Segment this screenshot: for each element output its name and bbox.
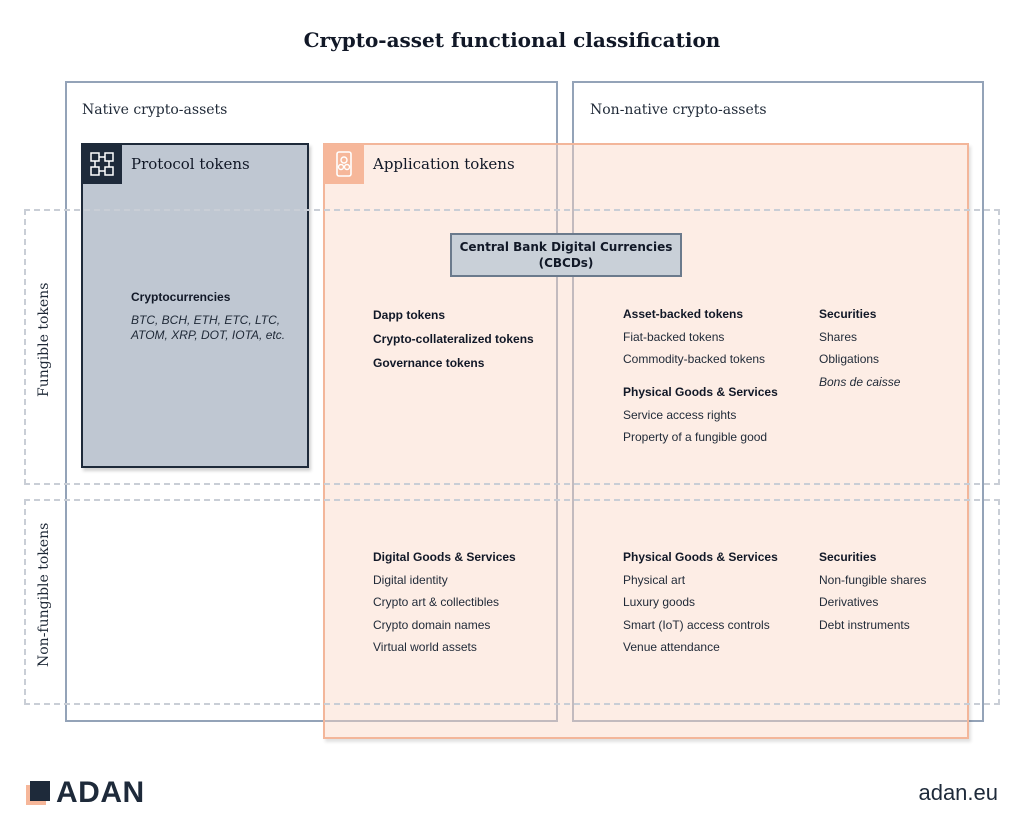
list-item: Obligations (819, 352, 880, 366)
group-heading: Physical Goods & Services (623, 385, 778, 399)
list-item: Governance tokens (373, 356, 485, 370)
cbdc-title: Central Bank Digital Currencies (459, 240, 673, 254)
fungible-application-list: Dapp tokens Crypto-collateralized tokens… (373, 303, 534, 375)
fungible-securities-group: Securities Shares Obligations Bons de ca… (819, 303, 900, 393)
adan-logo-mark (26, 781, 50, 805)
list-item: Venue attendance (623, 640, 720, 654)
list-item: Crypto-collateralized tokens (373, 332, 534, 346)
list-item: Virtual world assets (373, 640, 477, 654)
list-item: Smart (IoT) access controls (623, 617, 770, 632)
cbdc-abbreviation: (CBCDs) (538, 256, 594, 270)
fungible-physical-goods-group: Physical Goods & Services Service access… (623, 381, 778, 449)
fungible-tokens-band (24, 209, 1000, 485)
list-item: Derivatives (819, 595, 879, 609)
group-heading: Securities (819, 307, 877, 321)
native-crypto-assets-label: Native crypto-assets (82, 102, 228, 118)
list-item: Physical art (623, 572, 686, 587)
group-heading: Digital Goods & Services (373, 550, 516, 564)
cryptocurrencies-examples: BTC, BCH, ETH, ETC, LTC, ATOM, XRP, DOT,… (131, 313, 286, 342)
application-tokens-label: Application tokens (373, 155, 515, 173)
non-fungible-tokens-band (24, 499, 1000, 705)
list-item: Service access rights (623, 407, 737, 422)
page-title: Crypto-asset functional classification (303, 28, 721, 52)
list-item: Bons de caisse (819, 374, 901, 389)
group-heading: Physical Goods & Services (623, 550, 778, 564)
digital-goods-group: Digital Goods & Services Digital identit… (373, 546, 516, 659)
fungible-tokens-label: Fungible tokens (36, 282, 52, 397)
protocol-tokens-box (81, 143, 309, 468)
native-crypto-assets-region (65, 81, 558, 722)
list-item: Property of a fungible good (623, 430, 768, 444)
non-native-crypto-assets-region (572, 81, 984, 722)
protocol-tokens-label: Protocol tokens (131, 155, 250, 173)
cryptocurrencies-heading: Cryptocurrencies (131, 290, 231, 304)
cbdc-box: Central Bank Digital Currencies (CBCDs) (450, 233, 682, 277)
list-item: Non-fungible shares (819, 572, 927, 587)
list-item: Crypto domain names (373, 617, 491, 632)
list-item: Debt instruments (819, 617, 910, 632)
asset-backed-group: Asset-backed tokens Fiat-backed tokens C… (623, 303, 765, 371)
list-item: Luxury goods (623, 595, 696, 609)
list-item: Digital identity (373, 572, 448, 587)
list-item: Fiat-backed tokens (623, 329, 725, 344)
mobile-tokens-icon (324, 144, 364, 184)
list-item: Dapp tokens (373, 308, 446, 322)
non-native-crypto-assets-label: Non-native crypto-assets (590, 102, 767, 118)
website-link[interactable]: adan.eu (918, 780, 998, 805)
list-item: Commodity-backed tokens (623, 352, 766, 366)
list-item: Shares (819, 329, 858, 344)
group-heading: Securities (819, 550, 877, 564)
blockchain-icon (82, 144, 122, 184)
adan-logo-text: ADAN (56, 776, 145, 809)
group-heading: Asset-backed tokens (623, 307, 744, 321)
nonfungible-physical-goods-group: Physical Goods & Services Physical art L… (623, 546, 778, 659)
nonfungible-securities-group: Securities Non-fungible shares Derivativ… (819, 546, 926, 636)
non-fungible-tokens-label: Non-fungible tokens (36, 522, 52, 667)
list-item: Crypto art & collectibles (373, 595, 500, 609)
